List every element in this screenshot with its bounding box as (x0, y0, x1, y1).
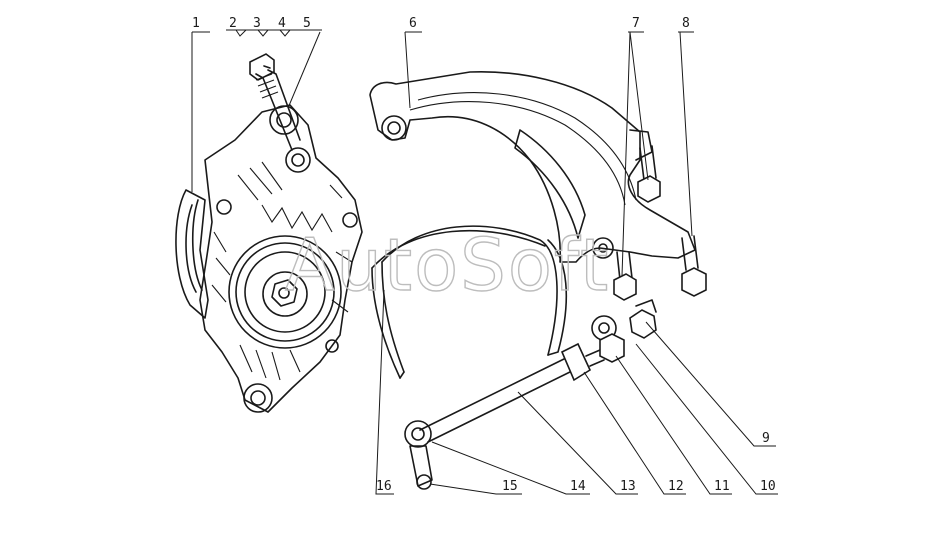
callout-5: 5 (303, 16, 311, 31)
callout-6: 6 (409, 16, 417, 31)
callout-9: 9 (762, 431, 770, 446)
callout-12: 12 (668, 479, 684, 494)
callout-14: 14 (570, 479, 586, 494)
watermark: AutoSoft (285, 223, 610, 307)
callout-labels: 1 2 3 4 5 6 7 8 9 10 11 12 13 14 15 16 (192, 16, 776, 494)
callout-10: 10 (760, 479, 776, 494)
callout-11: 11 (714, 479, 730, 494)
guard-strip (371, 225, 568, 379)
callout-1: 1 (192, 16, 200, 31)
tension-rod (404, 299, 657, 490)
callout-13: 13 (620, 479, 636, 494)
callout-2: 2 (229, 16, 237, 31)
bracket-bolts (613, 145, 707, 301)
callout-16: 16 (376, 479, 392, 494)
leader-lines (191, 29, 778, 495)
callout-7: 7 (632, 16, 640, 31)
alternator (175, 104, 363, 413)
callout-3: 3 (253, 16, 261, 31)
callout-8: 8 (682, 16, 690, 31)
top-mount-bolt (249, 53, 301, 151)
callout-4: 4 (278, 16, 286, 31)
callout-15: 15 (502, 479, 518, 494)
